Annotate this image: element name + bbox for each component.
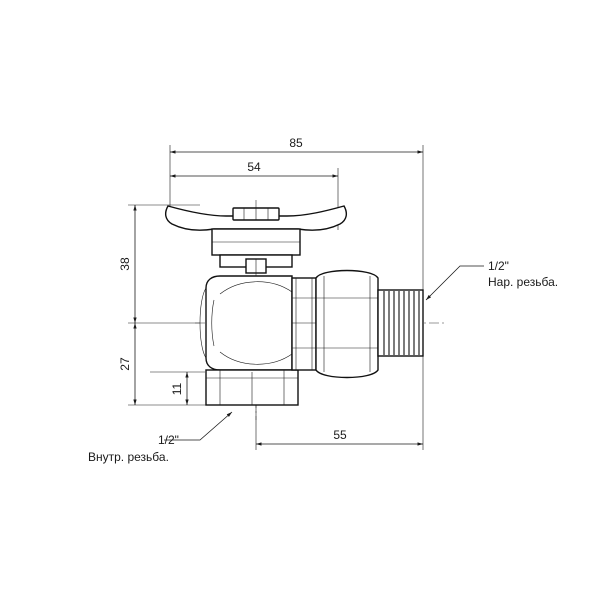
dimension-lines: [133, 150, 423, 446]
dim-27-label: 27: [118, 357, 132, 371]
outlet-leader: [425, 265, 484, 301]
dim-85-label: 85: [289, 136, 303, 150]
inlet-size-label: 1/2": [158, 433, 179, 447]
inlet-leader: [164, 411, 233, 441]
callout-labels: 1/2" Нар. резьба. 1/2" Внутр. резьба.: [88, 259, 558, 464]
valve-body: [164, 205, 424, 406]
ball-body: [205, 275, 293, 371]
dim-38-label: 38: [118, 257, 132, 271]
dimension-labels: 85 54 38 27 11 55: [118, 136, 347, 442]
callout-leaders: [164, 265, 484, 441]
dim-54-label: 54: [247, 160, 261, 174]
outlet-size-label: 1/2": [488, 259, 509, 273]
male-thread: [377, 289, 424, 357]
thread-hatching: [383, 291, 420, 355]
union-nut: [315, 269, 379, 379]
dim-55-label: 55: [333, 428, 347, 442]
extension-lines: [128, 145, 424, 450]
dim-11-label: 11: [170, 382, 184, 395]
coupling-ring: [291, 277, 317, 371]
outlet-thread-label: Нар. резьба.: [488, 275, 558, 289]
inlet-thread-label: Внутр. резьба.: [88, 450, 169, 464]
